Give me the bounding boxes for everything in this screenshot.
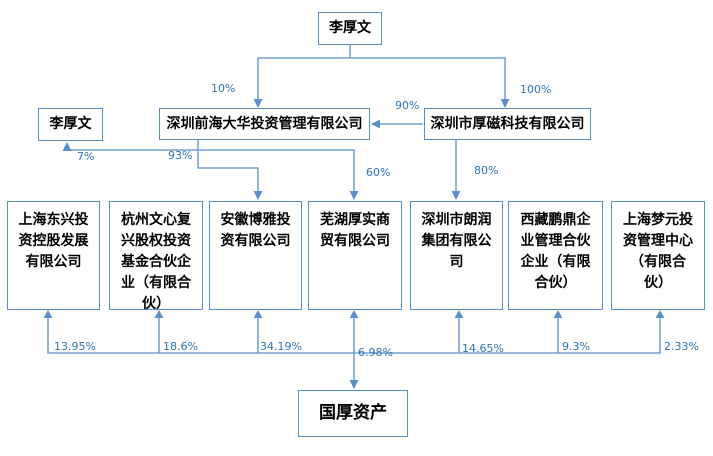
company-line: 芜湖厚实商 [320,212,390,228]
edge-top-to-houci [350,57,510,108]
box-company-shanghai-mengyuan: 上海梦元投资管理中心 （有限合伙） [611,201,705,310]
pct-houci-to-langrun: 80% [474,164,499,177]
edge-qianhai-to-left-person [62,140,199,151]
company-line: 有限公司 [25,254,82,270]
pct-houci-to-qianhai: 90% [395,99,420,112]
arrowhead-up-hangzhou [154,310,164,318]
pct-qianhai-to-wuhu: 60% [366,166,391,179]
company-line: 西藏鹏鼎企 [520,212,591,228]
company-line: 企业（有限 [520,254,591,270]
box-top-person: 李厚文 [318,12,382,45]
company-line: 资有限公司 [220,233,291,249]
box-qianhai: 深圳前海大华投资管理有限公司 [159,108,370,140]
arrowhead-up-langrun [454,310,464,318]
company-line: 基金合伙企 [121,254,191,270]
box-target-guohou: 国厚资产 [298,390,408,437]
company-line: 集团有限公 [421,233,492,249]
company-line: 伙） [644,275,672,291]
arrowhead-up-shanghai-dongxing [43,310,53,318]
pct-top-to-houci: 100% [520,83,552,96]
company-line: 杭州文心复 [121,212,191,228]
stake-shanghai-mengyuan: 2.33% [664,340,699,353]
pct-qianhai-to-left-person: 7% [77,150,95,163]
company-line: 合伙） [534,275,577,291]
arrowhead-up-anhui [253,310,263,318]
pct-top-to-qianhai: 10% [211,82,236,95]
company-line: 深圳市朗润 [421,212,492,228]
company-line: 上海东兴投 [18,212,89,228]
arrowhead-up-shanghai-mengyuan [655,310,665,318]
company-line: 司 [449,254,464,270]
stake-shenzhen-langrun: 14.65% [462,342,504,355]
stake-hangzhou-wenxin: 18.6% [163,340,198,353]
company-line: 资控股发展 [18,233,89,249]
box-company-anhui-boya: 安徽博雅投资有限公司 [209,201,302,310]
company-line: 业（有限合 [121,275,191,291]
company-line: 伙） [142,296,170,312]
arrowhead-up-tibet [553,310,563,318]
box-left-person: 李厚文 [38,108,103,141]
company-line: （有限合 [630,254,686,270]
box-company-shenzhen-langrun: 深圳市朗润集团有限公司 [410,201,503,310]
company-line: 贸有限公司 [320,233,390,249]
box-company-shanghai-dongxing: 上海东兴投资控股发展有限公司 [7,201,100,310]
edge-qianhai-to-wuhu [198,149,359,200]
box-houci: 深圳市厚磁科技有限公司 [424,108,591,140]
company-line: 兴股权投资 [121,233,191,249]
arrowhead-up-wuhu [349,310,359,318]
box-company-tibet-pengding: 西藏鹏鼎企业管理合伙企业（有限合伙） [508,201,603,310]
company-line: 业管理合伙 [520,233,591,249]
stake-wuhu-houshi: 6.98% [358,346,393,359]
pct-qianhai-to-anhui: 93% [168,149,193,162]
company-line: 安徽博雅投 [220,212,291,228]
company-line: 上海梦元投 [623,212,693,228]
edge-qianhai-to-anhui [197,150,263,200]
edge-top-to-qianhai [253,45,351,108]
stake-anhui-boya: 34.19% [260,340,302,353]
stake-tibet-pengding: 9.3% [562,340,590,353]
box-company-hangzhou-wenxin: 杭州文心复兴股权投资基金合伙企业（有限合伙） [109,201,203,312]
stake-shanghai-dongxing: 13.95% [54,340,96,353]
box-company-wuhu-houshi: 芜湖厚实商贸有限公司 [308,201,402,310]
company-line: 资管理中心 [623,233,693,249]
